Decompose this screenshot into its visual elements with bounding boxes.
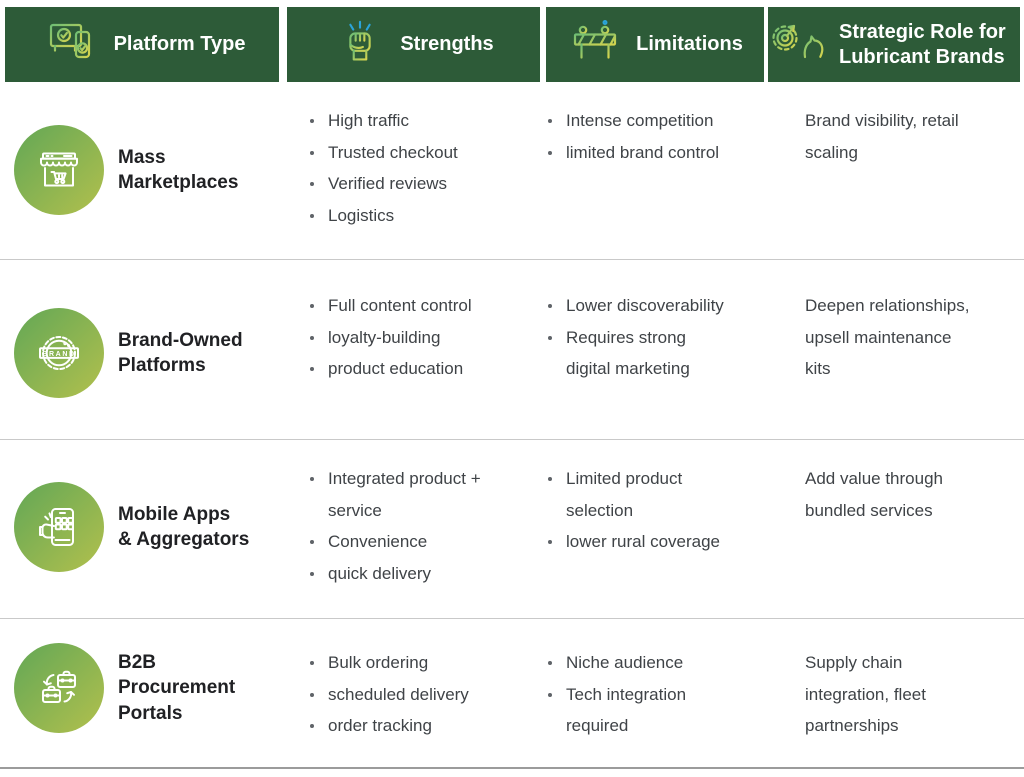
header-label: Strategic Role for Lubricant Brands (839, 20, 1006, 68)
bullet-icon (310, 322, 328, 340)
platform-title: Mass Marketplaces (118, 146, 239, 194)
strategic-role-cell: Deepen relationships, upsell maintenance… (768, 260, 1024, 439)
list-item: Intense competition (548, 105, 768, 137)
bullet-icon (310, 168, 328, 186)
table-row-brand-owned-platforms: BRAND Brand-Owned Platforms Full content… (0, 260, 1024, 440)
platform-cell: BRAND Brand-Owned Platforms (0, 308, 287, 398)
list-item: Bulk ordering (310, 647, 546, 679)
header-cell-limitations: Limitations (546, 7, 764, 82)
list-item: Verified reviews (310, 168, 546, 200)
bullet-icon (548, 137, 566, 155)
strengths-cell: Integrated product + service Convenience… (287, 440, 546, 618)
bullet-icon (548, 290, 566, 308)
list-item: scheduled delivery (310, 679, 546, 711)
header-label: Strengths (400, 33, 494, 55)
bullet-icon (548, 463, 566, 481)
bullet-icon (548, 679, 566, 697)
platform-cell: B2B Procurement Portals (0, 643, 287, 733)
bullet-icon (310, 710, 328, 728)
bullet-icon (310, 200, 328, 218)
strategic-role-text: Deepen relationships, upsell maintenance… (805, 296, 970, 378)
brand-badge-icon: BRAND (14, 308, 104, 398)
bullet-icon (548, 526, 566, 544)
strategic-role-cell: Supply chain integration, fleet partners… (768, 619, 1024, 767)
strategic-role-cell: Add value through bundled services (768, 440, 1024, 618)
limitations-cell: Niche audience Tech integration required (546, 619, 768, 767)
table-row-b2b-procurement-portals: B2B Procurement Portals Bulk ordering sc… (0, 619, 1024, 769)
bullet-icon (310, 105, 328, 123)
bullet-icon (310, 526, 328, 544)
list-item: limited brand control (548, 137, 768, 169)
platform-title: Brand-Owned Platforms (118, 329, 243, 377)
list-item: Requires strong digital marketing (548, 322, 768, 385)
list-item: Tech integration required (548, 679, 768, 742)
devices-check-icon (39, 17, 101, 73)
header-label: Platform Type (113, 33, 246, 55)
bullet-icon (310, 558, 328, 576)
platform-title: B2B Procurement Portals (118, 651, 236, 724)
platform-cell: Mass Marketplaces (0, 125, 287, 215)
platform-cell: Mobile Apps & Aggregators (0, 482, 287, 572)
badge-text: BRAND (42, 351, 75, 358)
header-cell-strengths: Strengths (287, 7, 540, 82)
strategy-knight-icon (768, 17, 826, 73)
bullet-icon (548, 322, 566, 340)
list-item: Logistics (310, 200, 546, 232)
strengths-cell: Full content control loyalty-building pr… (287, 260, 546, 439)
strengths-cell: High traffic Trusted checkout Verified r… (287, 82, 546, 259)
bullet-icon (310, 647, 328, 665)
limitations-cell: Limited product selection lower rural co… (546, 440, 768, 618)
bullet-icon (310, 290, 328, 308)
bullet-icon (310, 679, 328, 697)
header-cell-platform-type: Platform Type (5, 7, 279, 82)
list-item: quick delivery (310, 558, 546, 590)
mobile-app-hand-icon (14, 482, 104, 572)
header-cell-strategic-role: Strategic Role for Lubricant Brands (768, 7, 1020, 82)
bullet-icon (310, 353, 328, 371)
strategic-role-text: Add value through bundled services (805, 469, 943, 520)
list-item: Lower discoverability (548, 290, 768, 322)
list-item: Integrated product + service (310, 463, 546, 526)
platform-comparison-table: Platform Type Strengths (0, 7, 1024, 777)
strategic-role-cell: Brand visibility, retail scaling (768, 82, 1024, 259)
table-row-mobile-apps-aggregators: Mobile Apps & Aggregators Integrated pro… (0, 440, 1024, 619)
header-label: Limitations (636, 33, 743, 55)
list-item: lower rural coverage (548, 526, 768, 558)
table-header: Platform Type Strengths (0, 7, 1024, 82)
table-row-mass-marketplaces: Mass Marketplaces High traffic Trusted c… (0, 82, 1024, 260)
platform-title: Mobile Apps & Aggregators (118, 503, 250, 551)
b2b-exchange-icon (14, 643, 104, 733)
list-item: High traffic (310, 105, 546, 137)
strategic-role-text: Brand visibility, retail scaling (805, 111, 959, 162)
list-item: Convenience (310, 526, 546, 558)
bullet-icon (548, 105, 566, 123)
list-item: product education (310, 353, 546, 385)
strategic-role-text: Supply chain integration, fleet partners… (805, 653, 926, 735)
list-item: order tracking (310, 710, 546, 742)
list-item: Niche audience (548, 647, 768, 679)
fist-icon (333, 17, 387, 73)
bullet-icon (548, 647, 566, 665)
bullet-icon (310, 137, 328, 155)
limitations-cell: Intense competition limited brand contro… (546, 82, 768, 259)
list-item: Trusted checkout (310, 137, 546, 169)
limitations-cell: Lower discoverability Requires strong di… (546, 260, 768, 439)
list-item: Limited product selection (548, 463, 768, 526)
list-item: Full content control (310, 290, 546, 322)
list-item: loyalty-building (310, 322, 546, 354)
barrier-icon (567, 17, 623, 73)
storefront-cart-icon (14, 125, 104, 215)
bullet-icon (310, 463, 328, 481)
strengths-cell: Bulk ordering scheduled delivery order t… (287, 619, 546, 767)
